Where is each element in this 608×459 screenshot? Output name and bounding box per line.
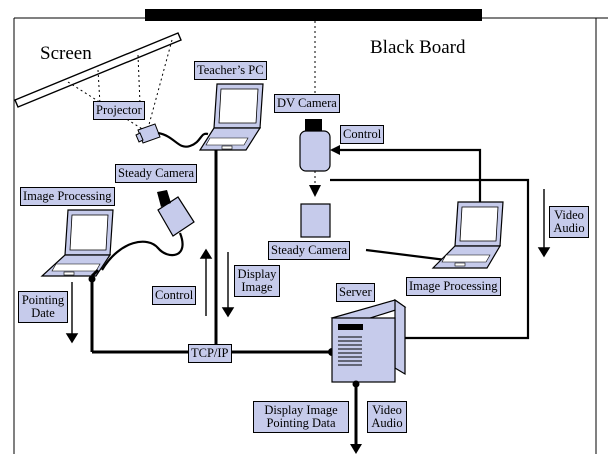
steady-camera-left-cable xyxy=(102,233,183,270)
tcpip-label: TCP/IP xyxy=(188,344,232,363)
steady-camera-left-label: Steady Camera xyxy=(115,164,197,183)
dv-camera-label: DV Camera xyxy=(274,94,340,113)
teachers-pc-label: Teacher’s PC xyxy=(194,61,267,80)
pointing-date-label: Pointing Date xyxy=(18,291,68,323)
control-top-label: Control xyxy=(340,125,384,144)
video-audio-right-label: Video Audio xyxy=(549,206,589,238)
control-arrowhead-dv xyxy=(330,145,340,155)
image-processing-left-label: Image Processing xyxy=(20,187,115,206)
video-audio-right-line2: Audio xyxy=(552,222,586,235)
node-server-bottom xyxy=(353,381,360,388)
steady-camera-right-label: Steady Camera xyxy=(268,241,350,260)
video-audio-bottom-label: Video Audio xyxy=(367,401,407,433)
image-processing-laptop-left xyxy=(42,210,113,276)
projector-label: Projector xyxy=(93,101,145,120)
display-pointing-line2: Pointing Data xyxy=(256,417,346,430)
server-label: Server xyxy=(336,283,375,302)
server-tower xyxy=(332,300,405,382)
video-audio-bottom-line2: Audio xyxy=(370,417,404,430)
display-image-label: Display Image xyxy=(234,265,280,297)
image-processing-laptop-right xyxy=(433,202,503,268)
server-output-arrowhead xyxy=(350,444,362,454)
control-mid-label: Control xyxy=(152,286,196,305)
steady-camera-left xyxy=(157,190,194,236)
control-line-dv xyxy=(332,150,480,205)
display-image-line2: Image xyxy=(237,281,277,294)
blackboard-title: Black Board xyxy=(370,37,466,59)
blackboard-bar xyxy=(145,9,482,21)
dv-camera-device xyxy=(300,119,330,197)
projector-cable xyxy=(158,133,208,147)
image-processing-right-label: Image Processing xyxy=(406,277,501,296)
projector-device xyxy=(136,124,160,143)
steady-camera-right xyxy=(301,204,330,237)
display-pointing-label: Display Image Pointing Data xyxy=(253,401,349,433)
screen-title: Screen xyxy=(40,43,92,65)
teachers-laptop xyxy=(200,84,263,150)
pointing-date-line2: Date xyxy=(21,307,65,320)
node-left xyxy=(89,276,96,283)
